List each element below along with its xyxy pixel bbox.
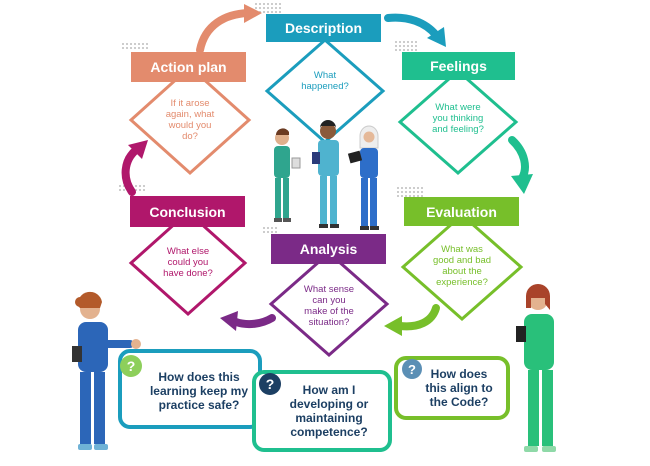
- cycle-arrow-feelings-to-evaluation: [508, 136, 529, 182]
- stage-label-feelings: Feelings: [430, 58, 487, 74]
- analysis-diamond: [268, 251, 390, 357]
- analysis-label-bar: [271, 234, 386, 264]
- question-analysis: What sense can you make of the situation…: [303, 284, 355, 328]
- nurse-icon: [274, 128, 301, 222]
- stage-label-conclusion: Conclusion: [149, 203, 226, 220]
- card-safe-text: How does this learning keep my practice …: [149, 370, 249, 412]
- stage-label-description: Description: [284, 20, 362, 36]
- svg-text:?: ?: [408, 362, 416, 377]
- arrow-head: [427, 27, 446, 47]
- cycle-arrow-conclusion-to-action: [121, 146, 140, 196]
- question-evaluation: What was good and bad about the experien…: [432, 244, 492, 288]
- card-competence: [252, 370, 392, 452]
- arrow-head: [244, 4, 262, 23]
- cycle-arrow-action-to-description: [196, 9, 252, 54]
- feelings-label-bar: [402, 52, 515, 80]
- question-description: What happened?: [301, 70, 349, 92]
- nurse-clipboard-icon: [516, 284, 556, 452]
- question-feelings: What were you thinking and feeling?: [432, 102, 484, 135]
- question-icon: ?: [120, 355, 142, 377]
- svg-text:?: ?: [266, 376, 275, 392]
- evaluation-label-bar: [404, 197, 519, 226]
- feelings-diamond: [397, 69, 519, 175]
- svg-text:?: ?: [127, 358, 136, 374]
- card-competence-text: How am I developing or maintaining compe…: [289, 383, 369, 439]
- conclusion-diamond: [128, 209, 248, 317]
- cycle-arrow-analysis-to-conclusion: [232, 314, 276, 329]
- card-code: [394, 356, 510, 420]
- stage-label-analysis: Analysis: [299, 241, 358, 257]
- question-action-plan: If it arose again, what would you do?: [165, 98, 215, 142]
- cycle-arrow-evaluation-to-analysis: [396, 304, 440, 331]
- dot-grid-decoration: [119, 3, 423, 233]
- description-label-bar: [266, 14, 381, 42]
- nurse-hijab-icon: [347, 125, 379, 230]
- healthcare-team-icon: [274, 120, 379, 230]
- nurse-tablet-icon: [72, 291, 141, 450]
- cycle-arrow-description-to-feelings: [384, 13, 440, 39]
- question-icon: ?: [402, 359, 422, 379]
- conclusion-label-bar: [130, 196, 245, 227]
- question-conclusion: What else could you have done?: [163, 246, 213, 279]
- question-icon: ?: [259, 373, 281, 395]
- arrow-head: [128, 140, 148, 159]
- stage-label-evaluation: Evaluation: [426, 203, 497, 220]
- evaluation-diamond: [400, 213, 524, 321]
- arrow-head: [220, 311, 238, 331]
- action-plan-label-bar: [131, 52, 246, 82]
- arrow-head: [511, 174, 533, 194]
- arrow-head: [384, 316, 402, 336]
- stage-label-action-plan: Action plan: [150, 59, 227, 75]
- doctor-icon: [312, 120, 339, 228]
- card-code-text: How does this align to the Code?: [425, 367, 493, 409]
- action-plan-diamond: [128, 64, 252, 176]
